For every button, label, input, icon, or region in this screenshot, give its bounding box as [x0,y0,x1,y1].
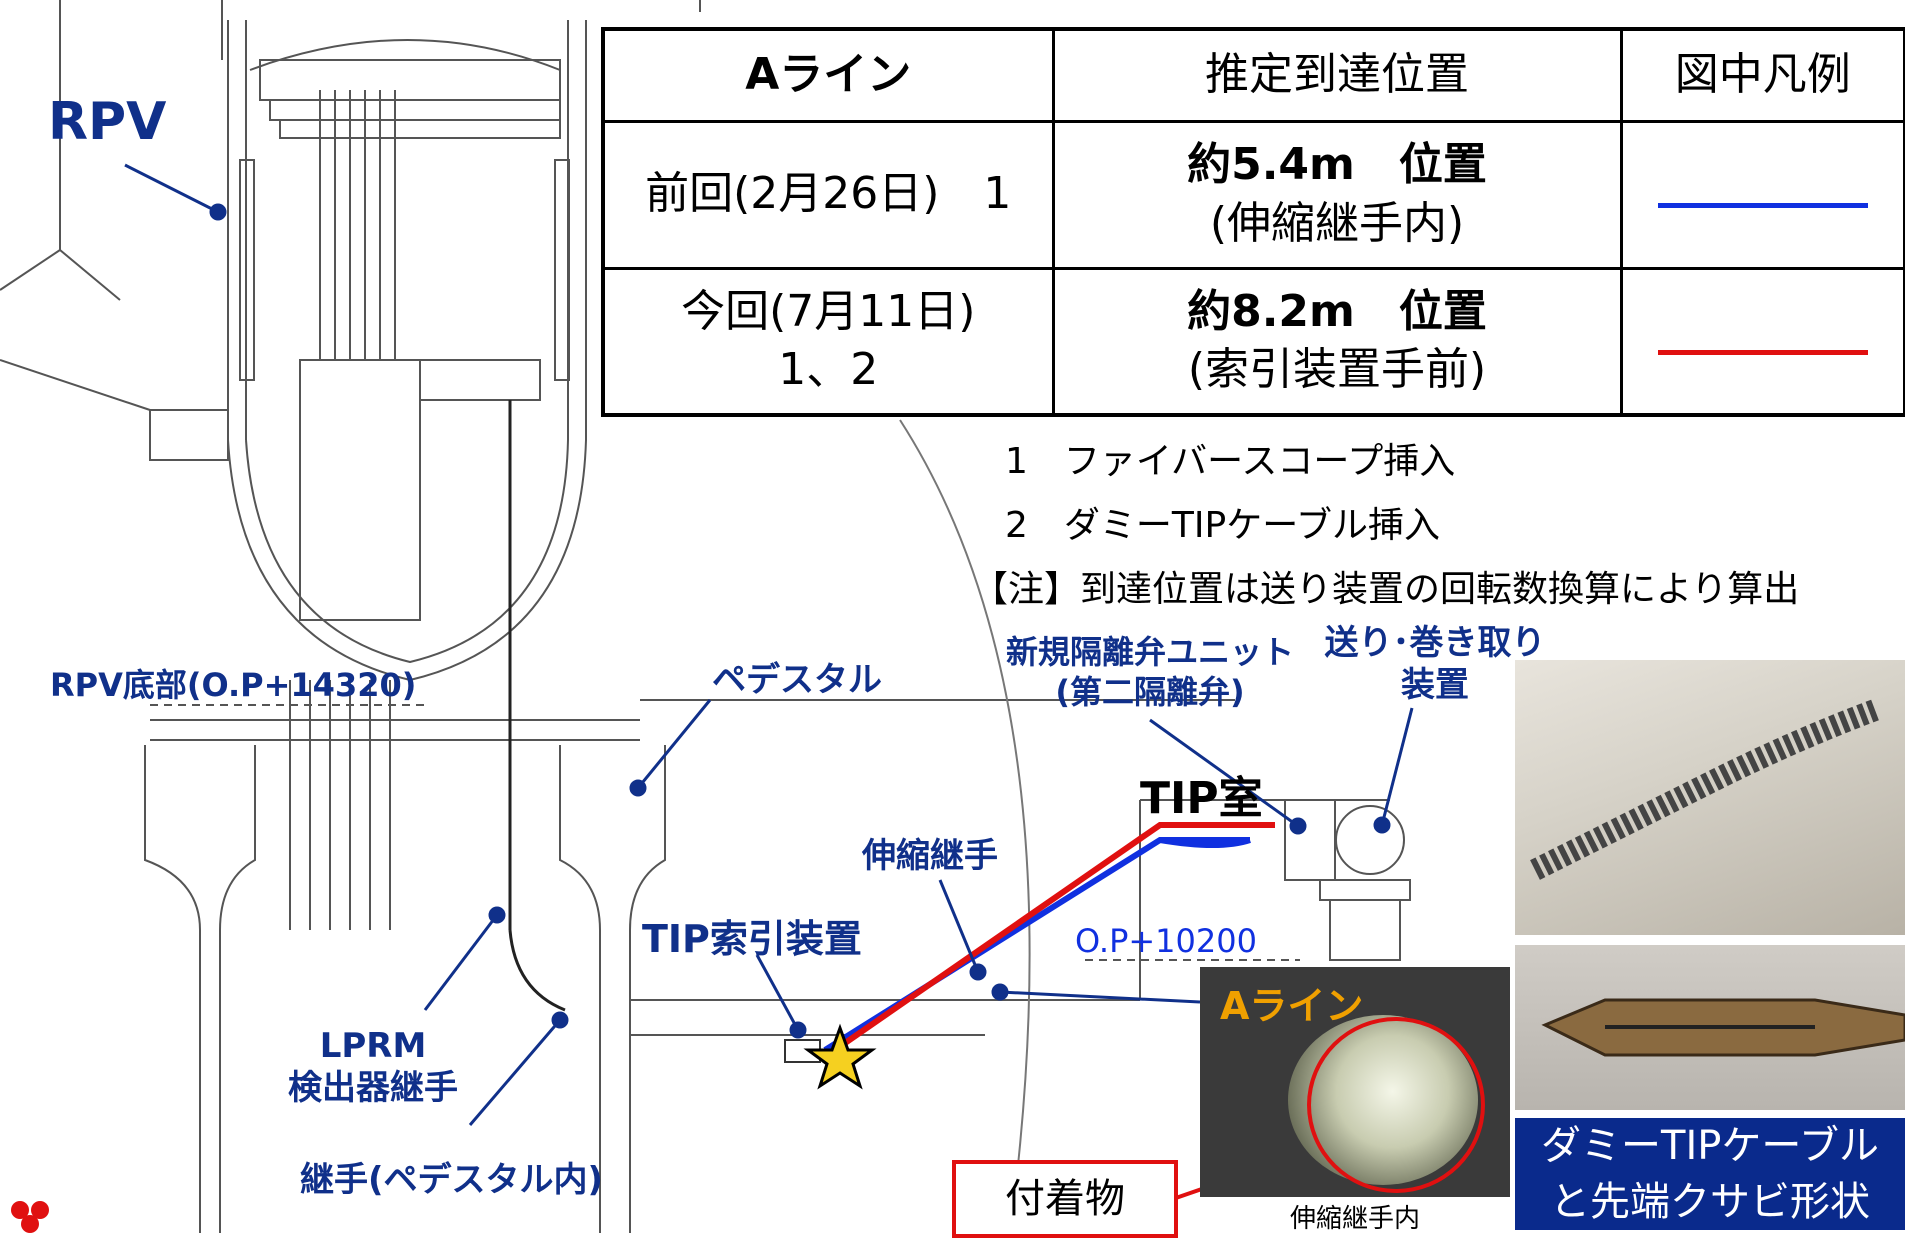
table-header-row: Aライン 推定到達位置 図中凡例 [601,27,1905,123]
label-joint-pedestal: 継手(ペデスタル内) [300,1160,604,1200]
label-tip-indexer: TIP索引装置 [642,917,862,961]
row-legend [1619,119,1905,270]
label-feed-device: 送り･巻き取り装置 [1324,623,1546,705]
label-pedestal: ペデスタル [712,660,882,700]
legend-swatch-blue [1657,203,1868,209]
row-position: 約8.2m 位置(索引装置手前) [1051,266,1623,417]
label-a-line-photo: Aライン [1220,984,1364,1028]
dummy-cable-caption: ダミーTIPケーブルと先端クサビ形状 [1515,1118,1905,1230]
status-table: Aライン 推定到達位置 図中凡例 前回(2月26日) 1 約5.4m 位置(伸縮… [601,27,1905,417]
table-row: 前回(2月26日) 1 約5.4m 位置(伸縮継手内) [601,119,1905,270]
label-tip-room: TIP室 [1140,773,1263,824]
label-inside-joint: 伸縮継手内 [1290,1204,1421,1234]
label-rpv: RPV [48,92,167,152]
wedge-tip-icon [1541,998,1905,1057]
row-label: 前回(2月26日) 1 [601,119,1055,270]
row-legend [1619,266,1905,417]
header-position: 推定到達位置 [1051,27,1623,123]
table-row: 今回(7月11日)1、2 約8.2m 位置(索引装置手前) [601,266,1905,417]
deposit-label-box: 付着物 [952,1160,1178,1238]
header-a-line: Aライン [601,27,1055,123]
label-rpv-bottom: RPV底部(O.P+14320) [50,666,417,704]
company-logo-icon [11,1201,49,1233]
dummy-cable-photo [1515,660,1905,935]
cable-coil-icon [1530,699,1879,880]
route-red [833,822,1275,1053]
legend-swatch-red [1657,350,1868,356]
note-fiberscope: 1 ファイバースコープ挿入 [1005,441,1456,482]
label-op-level: O.P+10200 [1075,922,1257,960]
star-icon [803,1023,877,1090]
scope-photo: Aライン [1200,967,1510,1197]
cable-tip-photo [1515,945,1905,1110]
header-legend: 図中凡例 [1619,27,1905,123]
label-isolation-valve: 新規隔離弁ユニット(第二隔離弁) [1005,633,1294,711]
label-expansion-joint: 伸縮継手 [862,836,998,876]
row-position: 約5.4m 位置(伸縮継手内) [1051,119,1623,270]
route-lines [823,822,1275,1053]
row-label: 今回(7月11日)1、2 [601,266,1055,417]
note-dummy-cable: 2 ダミーTIPケーブル挿入 [1005,505,1441,546]
note-calculation: 【注】到達位置は送り装置の回転数換算により算出 [972,569,1800,610]
